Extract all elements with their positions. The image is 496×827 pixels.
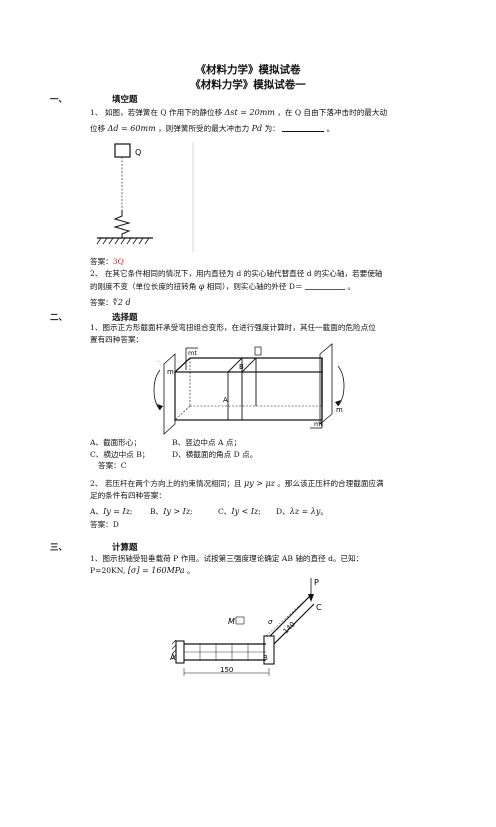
exam-subtitle: 《材料力学》模拟试卷一 [190, 79, 306, 91]
section-3-title: 计算题 [112, 543, 138, 553]
point-a-label: A [223, 396, 228, 404]
torque-top-label: mt [188, 349, 197, 357]
section-2-number: 二、 [50, 313, 68, 323]
section-1-title: 填空题 [112, 95, 138, 105]
q3-1-line2: P=20KN, [σ] = 160MPa 。 [90, 566, 195, 575]
q1-2-answer: 答案：∜2 d [90, 298, 131, 307]
point-b-label: B [239, 363, 244, 371]
q1-2-line1: 2、 在其它条件相同的情况下，用内直径为 d 的实心轴代替直径 d 的实心轴，若… [90, 269, 383, 278]
load-p-label: P [314, 578, 319, 587]
weight-label-q: Q [135, 148, 141, 157]
q1-2-line2: 的刚度不变（单位长度的扭转角 φ 相同），则实心轴的外径 D＝ 。 [90, 281, 356, 291]
section-1-number: 一、 [50, 95, 68, 105]
q3-1-line1: 1、图示拐轴受铅垂载荷 P 作用。试按第三强度理论确定 AB 轴的直径 d。已知… [90, 554, 364, 563]
sigma-label: σ [268, 618, 273, 626]
q1-1-answer: 答案：3Q [90, 257, 124, 266]
point-c-label: C [316, 603, 322, 612]
svg-text:.: . [158, 358, 160, 364]
q1-1-line2: 位移 Δd = 60mm ，则弹簧所受的最大冲击力 Pd 为： 。 [90, 123, 335, 133]
moment-right-label: m [336, 406, 343, 414]
section-2-title: 选择题 [112, 313, 138, 323]
answer-blank [282, 123, 325, 132]
q2-2-option-d: D、λz = λy。 [276, 507, 328, 516]
q2-1-line2: 置有四种答案： [90, 335, 144, 344]
point-b-label: B [263, 654, 268, 662]
q1-2-answer-value: ∜2 d [112, 298, 131, 307]
ab-length-label: 150 [220, 666, 233, 674]
moment-label: M [228, 617, 235, 626]
q1-1-answer-value: 3Q [112, 257, 124, 266]
dynamic-displacement-formula: Δd = 60mm [107, 124, 156, 133]
section-3-number: 三、 [50, 543, 68, 553]
spring-figure: Q [96, 142, 194, 252]
static-displacement-formula: Δst = 20mm [224, 108, 275, 117]
crank-shaft-figure: M σ A B 140 P C 150 [170, 578, 322, 676]
square-bar-figure: B A m mt m mt . [153, 343, 345, 435]
q2-1-option-b: B、竖边中点 A 点； [172, 438, 242, 447]
q2-1-option-c: C、横边中点 B； [90, 450, 150, 459]
point-a-label: A [170, 653, 176, 662]
torque-bottom-label: mt [314, 420, 323, 428]
q2-1-answer: 答案：C [98, 461, 127, 470]
q2-2-option-a: A、Iy = Iz; [90, 507, 133, 516]
q2-1-option-d: D、横截面的角点 D 点。 [172, 450, 258, 459]
exam-title: 《材料力学》模拟试卷 [195, 64, 301, 76]
q2-1-option-a: A、截面形心； [90, 438, 142, 447]
moment-left-label: m [167, 368, 174, 376]
q2-2-option-b: B、Iy > Iz; [150, 507, 193, 516]
q2-2-line1: 2、 若压杆在两个方向上的约束情况相同；且 μy > μz 。那么该正压杆的合理… [90, 479, 384, 488]
answer-blank [305, 281, 346, 290]
q2-2-answer: 答案：D [90, 520, 119, 529]
q2-1-line1: 1、图示正方形截面杆承受弯扭组合变形，在进行强度计算时，其任一截面的危险点位 [90, 323, 376, 332]
q1-1-line1: 1、 如图，若弹簧在 Q 作用下的静位移 Δst = 20mm ，在 Q 自由下… [90, 108, 388, 117]
q2-2-option-c: C、Iy < Iz; [218, 507, 261, 516]
q2-2-line2: 足的条件有四种答案： [90, 491, 166, 500]
